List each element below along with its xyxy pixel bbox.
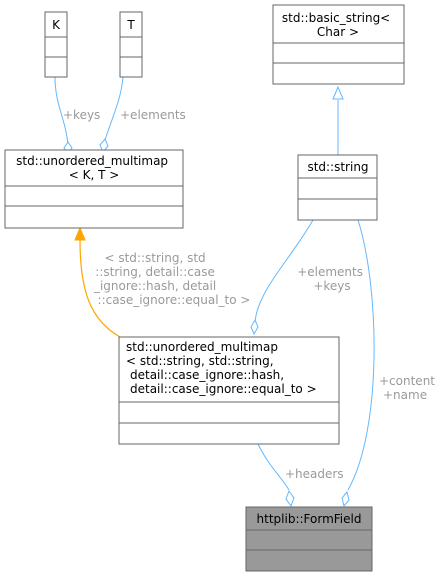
edge-elements-aggregation-diamond (99, 138, 109, 153)
class-box-basic-string[interactable]: std::basic_string< Char > (272, 4, 405, 85)
edge-template-instantiation (79, 239, 121, 338)
edge-label-template-args: < std::string, std ::string, detail::cas… (93, 251, 250, 307)
edge-content-name-aggregation-diamond (341, 490, 350, 508)
edge-elements-keys-aggregation-diamond (250, 318, 259, 336)
edge-template-instantiation-arrowhead (74, 226, 86, 241)
edge-keys (54, 76, 69, 146)
class-box-t[interactable]: T (119, 11, 143, 78)
edge-label-elements: +elements (120, 108, 186, 122)
class-title-string: std::string (307, 160, 368, 174)
edge-label-content-name: +content +name (379, 374, 439, 402)
edge-elements-keys (254, 219, 314, 323)
class-title-unordered-multimap-kt: std::unordered_multimap < K, T > (16, 154, 172, 182)
class-box-unordered-multimap-specialized[interactable]: std::unordered_multimap < std::string, s… (118, 336, 340, 445)
edge-headers-aggregation-diamond (285, 489, 295, 508)
edge-label-elements-keys: +elements +keys (297, 265, 367, 293)
edge-label-headers: +headers (285, 467, 344, 481)
class-title-basic-string: std::basic_string< Char > (282, 11, 394, 39)
class-title-t: T (126, 18, 135, 32)
edge-label-keys: +keys (63, 108, 100, 122)
class-box-unordered-multimap-kt[interactable]: std::unordered_multimap < K, T > (4, 149, 184, 229)
class-title-formfield: httplib::FormField (257, 512, 362, 526)
class-title-unordered-multimap-specialized: std::unordered_multimap < std::string, s… (126, 340, 317, 396)
edge-elements (104, 76, 124, 141)
class-box-k[interactable]: K (44, 11, 68, 78)
class-box-formfield[interactable]: httplib::FormField (245, 506, 373, 572)
edge-content-name (347, 219, 375, 491)
class-box-string[interactable]: std::string (297, 154, 378, 221)
class-title-k: K (52, 18, 61, 32)
edge-headers (257, 443, 290, 491)
edge-basic-string-arrowhead (332, 85, 344, 100)
